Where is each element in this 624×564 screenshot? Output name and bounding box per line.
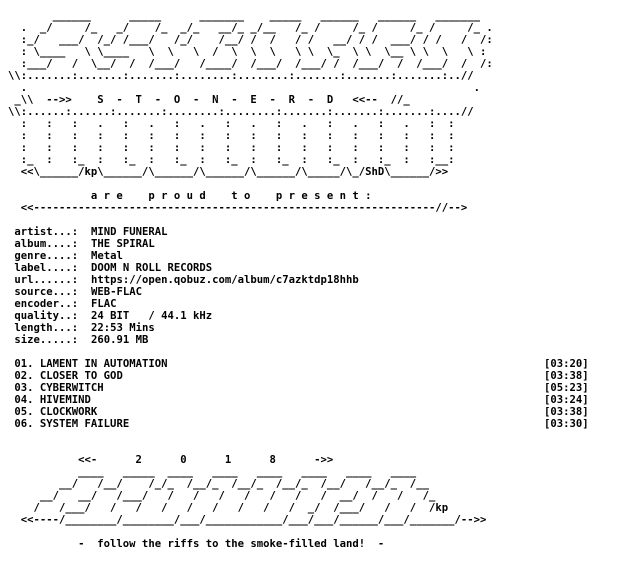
track-duration: [03:38] [544, 370, 589, 382]
info-genre: genre....: Metal [14, 250, 123, 262]
track-title: 06. SYSTEM FAILURE [14, 418, 130, 430]
year-logo-art: ____ _____ ____ ____ ____ ____ ____ ____… [20, 466, 487, 526]
info-size-value: 260.91 MB [90, 334, 149, 346]
track-row: 04. HIVEMIND [03:24] [8, 394, 620, 406]
info-url: url......: https://open.qobuz.com/album/… [14, 274, 359, 286]
year-line: <<- 2 0 1 8 ->> [8, 454, 334, 466]
track-duration: [03:20] [544, 358, 589, 370]
info-label: label....: DOOM N ROLL RECORDS [14, 262, 213, 274]
info-url-value: https://open.qobuz.com/album/c7azktdp18h… [90, 274, 359, 286]
track-row: 01. LAMENT IN AUTOMATION [03:20] [8, 358, 620, 370]
track-duration: [05:23] [544, 382, 589, 394]
track-row: 03. CYBERWITCH [05:23] [8, 382, 620, 394]
track-row: 06. SYSTEM FAILURE [03:30] [8, 418, 620, 430]
info-artist: artist...: MIND FUNERAL [14, 226, 168, 238]
info-size: size.....: 260.91 MB [14, 334, 149, 346]
stonerd-header-art: ______ _____ _______ _____ ______ ______… [8, 10, 493, 178]
info-length-value: 22:53 Mins [90, 322, 155, 334]
nfo-document: ______ _____ _______ _____ ______ ______… [8, 10, 620, 550]
tagline: - follow the riffs to the smoke-filled l… [8, 538, 385, 550]
track-row: 05. CLOCKWORK [03:38] [8, 406, 620, 418]
info-quality-value: 24 BIT / 44.1 kHz [90, 310, 213, 322]
info-artist-value: MIND FUNERAL [90, 226, 168, 238]
info-source: source...: WEB-FLAC [14, 286, 142, 298]
track-duration: [03:38] [544, 406, 589, 418]
info-label-value: DOOM N ROLL RECORDS [90, 262, 213, 274]
info-quality: quality..: 24 BIT / 44.1 kHz [14, 310, 213, 322]
present-line: a r e p r o u d t o p r e s e n t : [8, 190, 372, 202]
release-info: artist...: MIND FUNERAL album....: THE S… [8, 226, 620, 346]
info-encoder: encoder..: FLAC [14, 298, 117, 310]
tracklist: 01. LAMENT IN AUTOMATION [03:20] 02. CLOS… [8, 358, 620, 430]
info-encoder-value: FLAC [90, 298, 117, 310]
info-length: length...: 22:53 Mins [14, 322, 155, 334]
track-duration: [03:24] [544, 394, 589, 406]
info-album-value: THE SPIRAL [90, 238, 155, 250]
info-source-value: WEB-FLAC [90, 286, 142, 298]
track-duration: [03:30] [544, 418, 589, 430]
track-title: 05. CLOCKWORK [14, 406, 98, 418]
info-album: album....: THE SPIRAL [14, 238, 155, 250]
track-title: 02. CLOSER TO GOD [14, 370, 123, 382]
track-title: 01. LAMENT IN AUTOMATION [14, 358, 168, 370]
divider-top: <<--------------------------------------… [8, 202, 468, 214]
track-title: 04. HIVEMIND [14, 394, 91, 406]
info-genre-value: Metal [90, 250, 123, 262]
track-title: 03. CYBERWITCH [14, 382, 104, 394]
track-row: 02. CLOSER TO GOD [03:38] [8, 370, 620, 382]
